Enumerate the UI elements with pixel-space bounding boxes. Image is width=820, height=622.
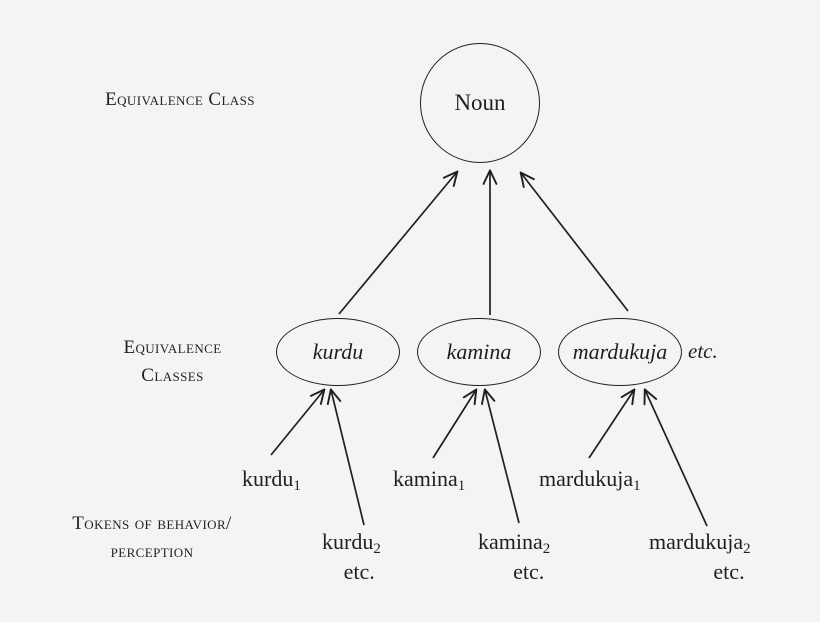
row-label-line: perception [110,540,194,562]
arrow-mardukuja-2-to-mardukuja [645,390,708,527]
class-nodes-etc-label: etc. [688,339,718,363]
row-label-line: Equivalence Class [105,89,255,110]
node-kamina: kamina [417,318,541,386]
token-mardukuja-1: mardukuja1 [539,464,641,494]
token-index: 1 [293,478,301,495]
node-kurdu: kurdu [276,318,400,386]
row-label-line: Tokens of behavior/ [72,513,232,534]
row-label-equivalence-classes: Equivalence Classes [50,334,295,389]
token-kurdu-1: kurdu1 [242,464,301,494]
arrow-mardukuja-to-noun [521,173,629,312]
node-kamina-label: kamina [446,339,512,364]
token-word: mardukuja [539,466,634,491]
arrow-mardukuja-1-to-mardukuja [588,390,634,459]
token-index: 1 [633,478,641,495]
token-kamina-1: kamina1 [393,464,465,494]
token-word: kurdu [242,466,294,491]
arrow-kurdu-2-to-kurdu [331,390,365,526]
row-label-tokens-of-behavior: Tokens of behavior/ perception [28,510,276,565]
token-word: mardukuja [649,529,744,554]
row-label-line: Equivalence [123,337,222,358]
row-label-equivalence-class: Equivalence Class [55,86,305,114]
node-noun: Noun [420,43,540,163]
token-index: 2 [373,541,381,558]
token-index: 1 [457,478,466,495]
node-noun-label: Noun [454,90,506,115]
token-etc-label: etc. [343,558,375,584]
token-kurdu-2: kurdu2 etc. [322,527,381,586]
token-etc-label: etc. [513,558,545,584]
node-kurdu-label: kurdu [312,339,364,364]
token-etc-label: etc. [713,558,745,584]
token-index: 2 [743,541,751,558]
token-kamina-2: kamina2 etc. [478,527,550,586]
token-word: kamina [478,529,543,554]
token-word: kurdu [322,529,374,554]
arrow-kamina-1-to-kamina [432,390,476,459]
node-mardukuja: mardukuja [558,318,682,386]
token-index: 2 [542,541,551,558]
arrow-kurdu-to-noun [338,172,457,315]
row-label-line: Classes [141,364,204,386]
token-word: kamina [393,466,458,491]
arrow-kamina-2-to-kamina [485,390,520,524]
arrow-kurdu-1-to-kurdu [270,390,324,456]
node-mardukuja-label: mardukuja [572,339,668,364]
token-mardukuja-2: mardukuja2 etc. [649,527,751,586]
